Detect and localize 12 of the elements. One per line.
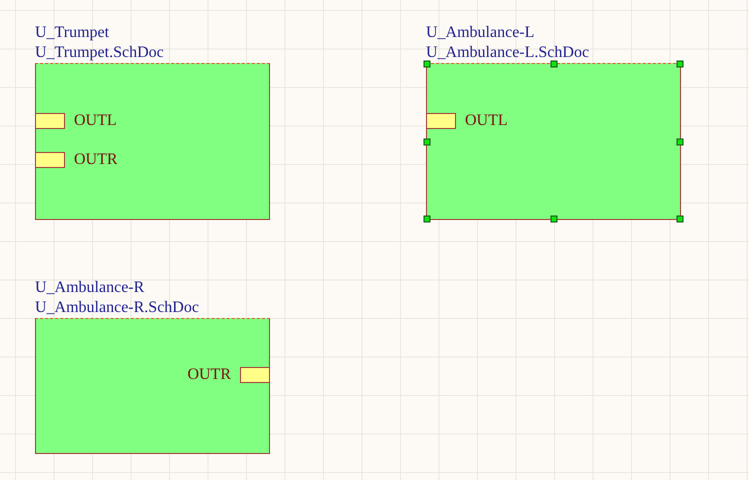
- port-name: OUTR: [74, 152, 118, 168]
- sheet-file-name: U_Ambulance-R.SchDoc: [35, 298, 199, 318]
- port-name: OUTR: [187, 367, 231, 383]
- port-name: OUTL: [465, 113, 508, 129]
- sheet-designator: U_Ambulance-R: [35, 278, 144, 298]
- sheet-designator: U_Ambulance-L: [426, 23, 534, 43]
- port-name: OUTL: [74, 113, 117, 129]
- sheet-file-name: U_Ambulance-L.SchDoc: [426, 43, 590, 63]
- sheet-file-name: U_Trumpet.SchDoc: [35, 43, 164, 63]
- sheet-designator: U_Trumpet: [35, 23, 110, 43]
- sheet-symbol: [426, 23, 681, 220]
- sheet-symbol: [35, 278, 270, 454]
